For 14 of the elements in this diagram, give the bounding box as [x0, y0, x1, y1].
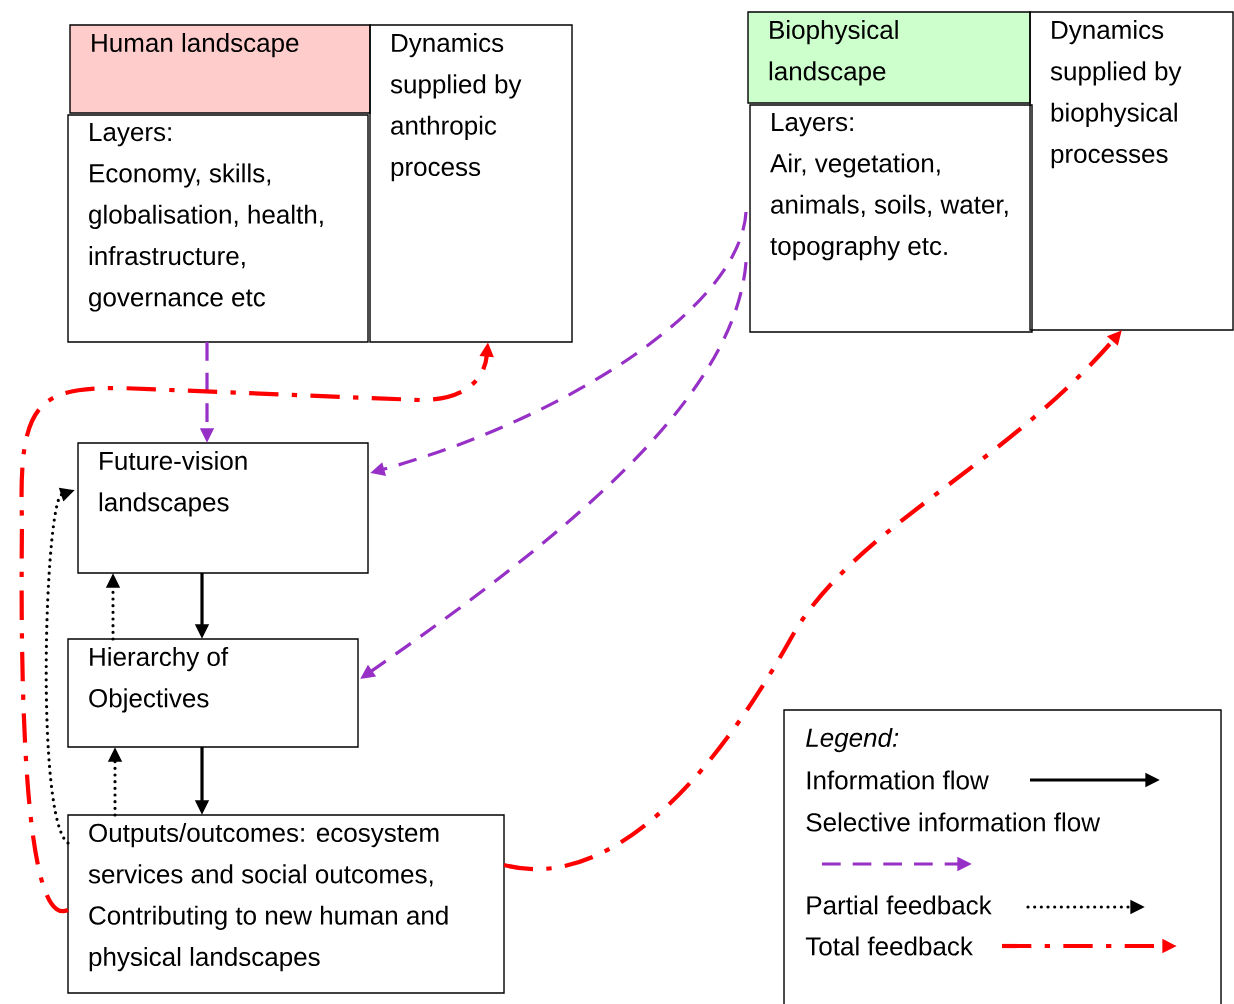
text-box: Outputs/outcomes: ecosystem services and social outcomes, Contributing to new human and physical landscapes — [67, 814, 505, 994]
text-box: Hierarchy of Objectives — [67, 638, 359, 748]
text-box: Dynamics supplied by biophysical processes — [1029, 11, 1234, 331]
header-box: Human landscape — [69, 24, 371, 114]
legend-label: Information flow — [807, 770, 989, 790]
text-box: Layers: Air, vegetation, animals, soils, water, topography etc. — [749, 104, 1033, 333]
legend-label: Selective information flow — [806, 812, 1101, 832]
legend-label: Total feedback — [805, 936, 973, 956]
legend-label: Partial feedback — [807, 895, 992, 915]
text-box: Dynamics supplied by anthropic process — [369, 24, 573, 343]
text-box: Layers: Economy, skills, globalisation, health, infrastructure, governance etc — [67, 114, 369, 343]
legend-title: Legend: — [806, 727, 899, 753]
header-box: Biophysical landscape — [747, 11, 1031, 104]
text-box: Future-vision landscapes — [77, 442, 369, 574]
